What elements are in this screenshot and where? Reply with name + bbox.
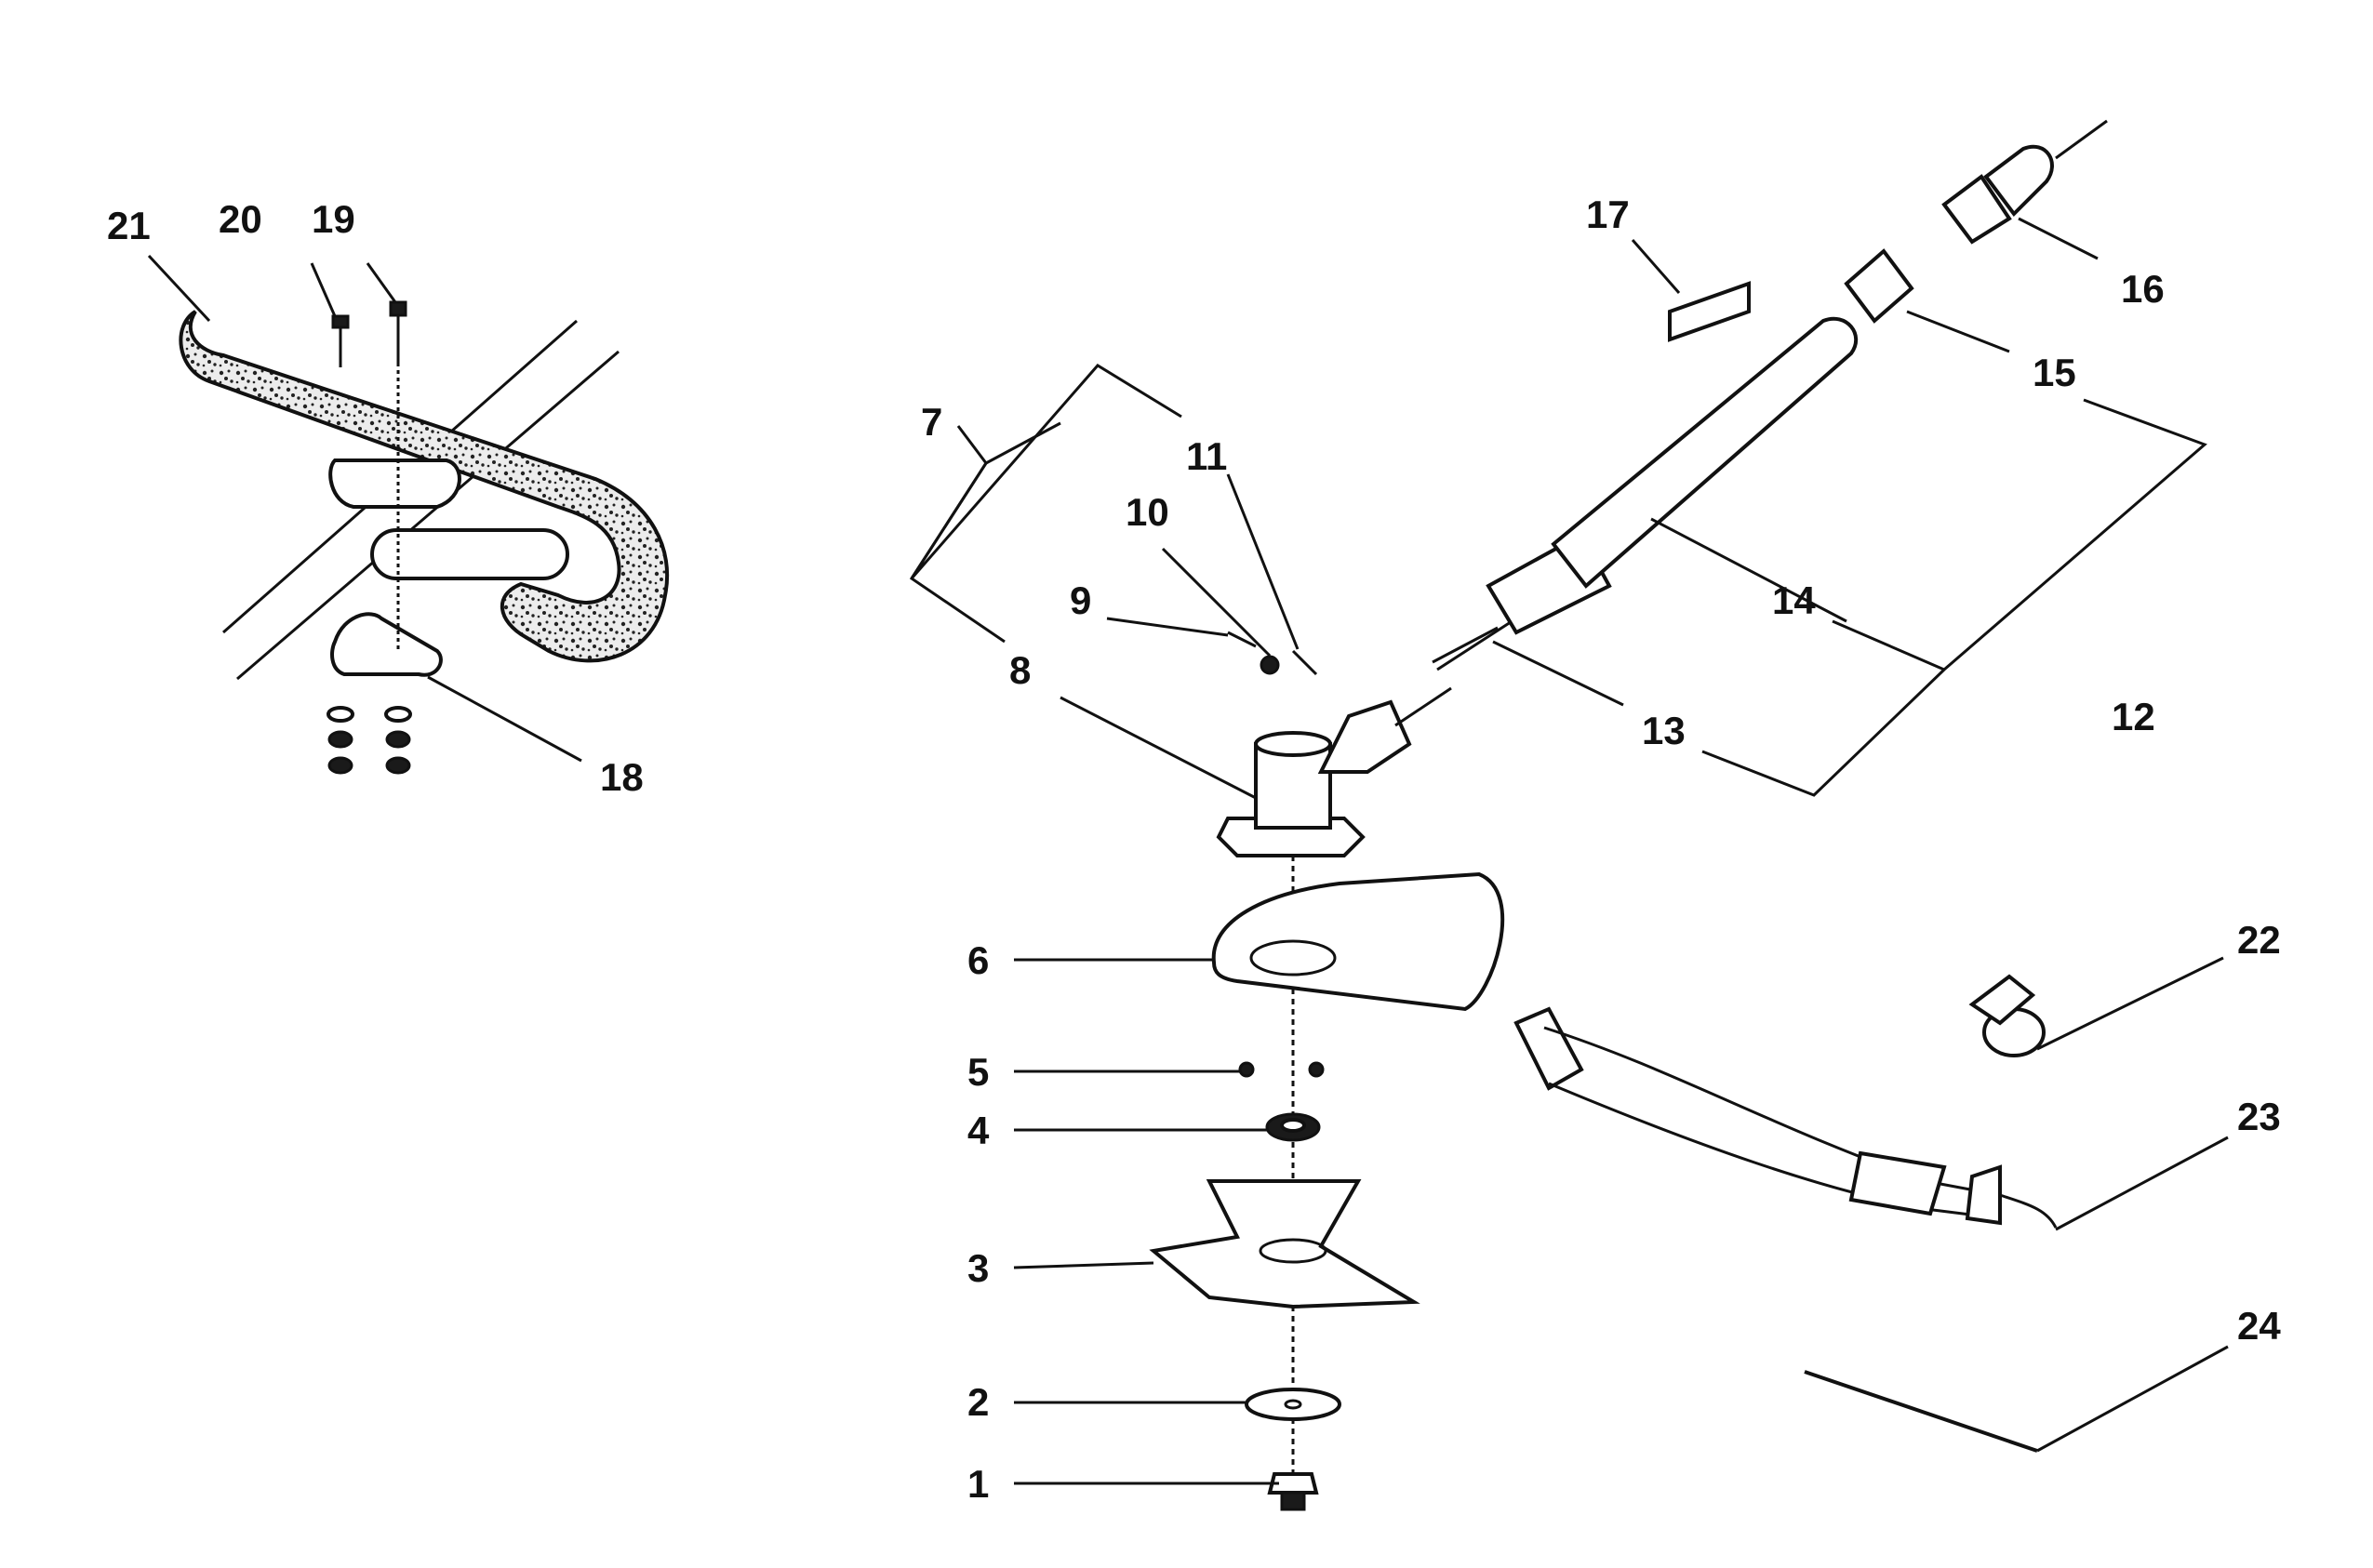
debris-guard <box>1211 871 1504 1012</box>
callout-19: 19 <box>312 197 355 241</box>
callout-10: 10 <box>1126 490 1169 534</box>
retainer-plate <box>1245 1388 1341 1421</box>
callout-23: 23 <box>2237 1095 2281 1138</box>
screws <box>1238 1061 1325 1078</box>
handle-clamp-lower <box>330 612 443 677</box>
callout-5: 5 <box>967 1050 989 1094</box>
handle-assembly <box>179 300 670 775</box>
shoulder-strap <box>1513 1006 2058 1229</box>
shaft-clamp <box>1968 974 2046 1057</box>
handle-clamp-upper <box>328 458 461 509</box>
callout-15: 15 <box>2033 351 2076 394</box>
callout-6: 6 <box>967 938 989 982</box>
loop-handle-foam <box>179 310 670 663</box>
callout-11: 11 <box>1186 434 1227 478</box>
handle-tube <box>370 528 569 580</box>
callout-4: 4 <box>967 1109 990 1152</box>
shaft-assembly <box>1394 119 2108 727</box>
callout-8: 8 <box>1009 648 1031 692</box>
callout-18: 18 <box>600 755 644 799</box>
callout-17: 17 <box>1586 193 1630 236</box>
callout-13: 13 <box>1642 709 1686 752</box>
cutting-head-assembly <box>1149 699 1504 1511</box>
cutting-blade <box>1149 1179 1420 1309</box>
callout-14: 14 <box>1772 578 1816 622</box>
bolt-20 <box>331 314 350 367</box>
callout-20: 20 <box>219 197 262 241</box>
callout-22: 22 <box>2237 918 2281 962</box>
callout-3: 3 <box>967 1246 989 1290</box>
callout-7: 7 <box>921 400 942 444</box>
callout-labels: 1 2 3 4 5 6 7 8 9 10 11 12 13 14 15 16 1… <box>107 193 2281 1506</box>
callout-21: 21 <box>107 204 151 247</box>
callout-9: 9 <box>1070 578 1091 622</box>
decal <box>1668 281 1751 342</box>
clamp-hardware <box>1227 631 1318 676</box>
leader-lines <box>147 217 2229 1485</box>
blade-nut <box>1267 1472 1319 1511</box>
callout-24: 24 <box>2237 1304 2281 1348</box>
nut-washer-stack <box>327 706 412 775</box>
gear-head <box>1216 699 1412 857</box>
tool-rod <box>1804 1370 2038 1453</box>
callout-2: 2 <box>967 1380 989 1424</box>
callout-12: 12 <box>2112 695 2155 738</box>
callout-16: 16 <box>2121 267 2165 311</box>
bolt-19 <box>389 300 407 651</box>
callout-1: 1 <box>967 1462 989 1506</box>
